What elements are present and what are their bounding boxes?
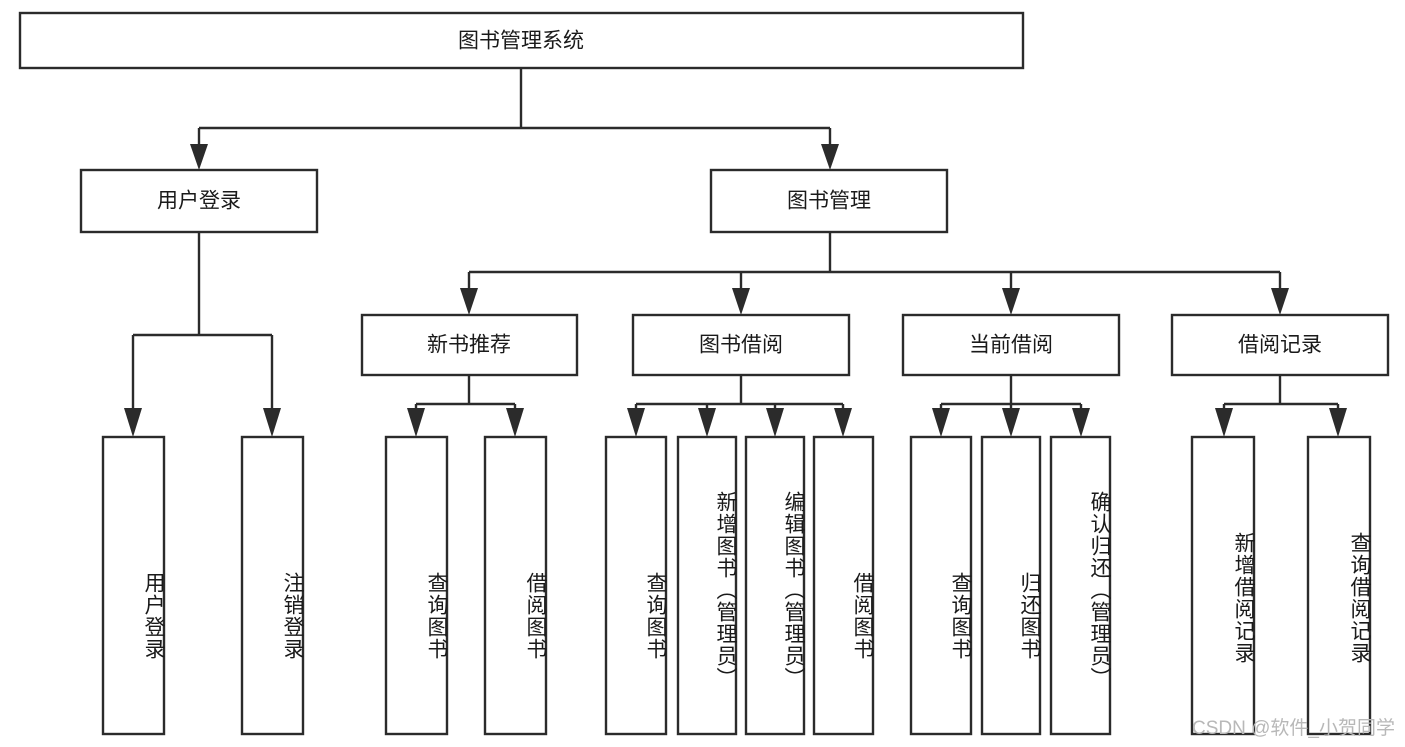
leaf-edit-book-box[interactable] <box>744 435 806 736</box>
arrowhead-leaf-logout <box>263 408 281 437</box>
node-borrow-record-box[interactable] <box>1170 313 1390 377</box>
arrowhead-leaf-borrow-book-2 <box>834 408 852 437</box>
arrowhead-leaf-borrow-book-1 <box>506 408 524 437</box>
node-user-login-label: 用户登录 <box>157 190 241 213</box>
connector-group-new-book-recommend <box>407 375 524 437</box>
leaf-boxes <box>101 435 1372 736</box>
node-book-borrow-label: 图书借阅 <box>699 334 783 357</box>
leaf-query-book-3-box[interactable] <box>909 435 973 736</box>
connector-group-current-borrow <box>932 375 1090 437</box>
leaf-query-book-1-box[interactable] <box>384 435 449 736</box>
arrowhead-leaf-query-book-2 <box>627 408 645 437</box>
node-book-manage-box[interactable] <box>709 168 949 234</box>
node-root-box[interactable] <box>18 11 1025 70</box>
connector-group-book-borrow <box>627 375 852 437</box>
leaf-return-book-box[interactable] <box>980 435 1042 736</box>
node-new-book-recommend[interactable]: 新书推荐 <box>360 313 579 377</box>
node-book-manage-label: 图书管理 <box>787 190 871 213</box>
leaf-borrow-book-1-box[interactable] <box>483 435 548 736</box>
arrowhead-user-login <box>190 144 208 170</box>
node-new-book-recommend-label: 新书推荐 <box>427 334 511 357</box>
leaf-query-book-2-box[interactable] <box>604 435 668 736</box>
arrowhead-leaf-add-book <box>698 408 716 437</box>
arrowhead-leaf-return-book <box>1002 408 1020 437</box>
arrowhead-leaf-confirm-return <box>1072 408 1090 437</box>
arrowhead-leaf-query-book-3 <box>932 408 950 437</box>
node-book-borrow-box[interactable] <box>631 313 851 377</box>
connector-group-borrow-record <box>1215 375 1347 437</box>
node-user-login[interactable]: 用户登录 <box>79 168 319 234</box>
node-new-book-recommend-box[interactable] <box>360 313 579 377</box>
leaf-borrow-book-2-box[interactable] <box>812 435 875 736</box>
arrowhead-leaf-query-record <box>1329 408 1347 437</box>
arrowhead-new-book-recommend <box>460 288 478 315</box>
node-current-borrow-label: 当前借阅 <box>969 334 1053 357</box>
connector-group-user-login <box>124 232 281 437</box>
node-borrow-record-label: 借阅记录 <box>1238 334 1322 357</box>
arrowhead-book-manage <box>821 144 839 170</box>
arrowhead-leaf-query-book-1 <box>407 408 425 437</box>
leaf-add-book-box[interactable] <box>676 435 738 736</box>
arrowhead-leaf-user-login <box>124 408 142 437</box>
node-root[interactable]: 图书管理系统 <box>18 11 1025 70</box>
arrowhead-borrow-record <box>1271 288 1289 315</box>
connector-group-book-manage <box>460 232 1289 315</box>
arrowhead-current-borrow <box>1002 288 1020 315</box>
leaf-user-login-box[interactable] <box>101 435 166 736</box>
csdn-watermark: CSDN @软件_小贺同学 <box>1192 718 1395 739</box>
arrowhead-leaf-edit-book <box>766 408 784 437</box>
node-borrow-record[interactable]: 借阅记录 <box>1170 313 1390 377</box>
node-book-borrow[interactable]: 图书借阅 <box>631 313 851 377</box>
node-user-login-box[interactable] <box>79 168 319 234</box>
node-current-borrow[interactable]: 当前借阅 <box>901 313 1121 377</box>
leaf-confirm-return-box[interactable] <box>1049 435 1112 736</box>
connector-group-root <box>190 68 839 170</box>
node-current-borrow-box[interactable] <box>901 313 1121 377</box>
leaf-query-record-box[interactable] <box>1306 435 1372 736</box>
node-book-manage[interactable]: 图书管理 <box>709 168 949 234</box>
arrowhead-leaf-add-record <box>1215 408 1233 437</box>
arrowhead-book-borrow <box>732 288 750 315</box>
leaf-logout-box[interactable] <box>240 435 305 736</box>
leaf-add-record-box[interactable] <box>1190 435 1256 736</box>
node-root-label: 图书管理系统 <box>458 30 584 53</box>
